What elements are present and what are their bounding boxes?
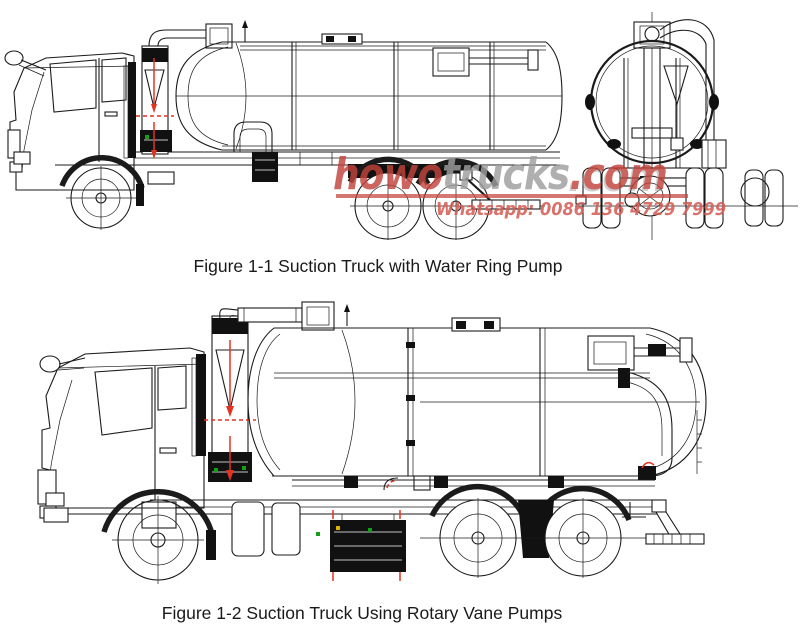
- tank: [175, 20, 563, 151]
- truck-rear-view: [575, 12, 798, 240]
- rotary-vane-pump: [316, 477, 406, 581]
- tank-top-box: [587, 335, 693, 371]
- figure-1-2-drawing: [37, 301, 707, 584]
- mirror: [39, 355, 86, 373]
- rear-wheels: [420, 483, 655, 578]
- figure-1-1-drawing: [4, 12, 798, 240]
- figure-1-2-caption: Figure 1-2 Suction Truck Using Rotary Va…: [161, 603, 563, 623]
- rear-wheels: [347, 156, 545, 240]
- front-wheel: [59, 155, 145, 230]
- under-tank-pipe: [233, 121, 278, 182]
- rear-stabilizer: [622, 499, 705, 545]
- front-wheel: [101, 489, 216, 584]
- truck-side-view-1: [4, 20, 563, 240]
- suction-boom-pipe: [219, 301, 335, 331]
- manhole: [451, 317, 501, 332]
- tank-cross-section: [585, 39, 719, 171]
- figure-1-1-caption: Figure 1-1 Suction Truck with Water Ring…: [193, 256, 563, 276]
- mirror: [4, 50, 47, 77]
- tank-top-box: [432, 47, 539, 77]
- pump-column: [136, 45, 174, 159]
- suction-boom-pipe: [148, 23, 233, 49]
- cab: [37, 347, 206, 523]
- manhole: [321, 33, 363, 45]
- rear-discharge-pipe: [618, 368, 673, 480]
- truck-side-view-2: [37, 301, 707, 584]
- cab: [7, 52, 136, 191]
